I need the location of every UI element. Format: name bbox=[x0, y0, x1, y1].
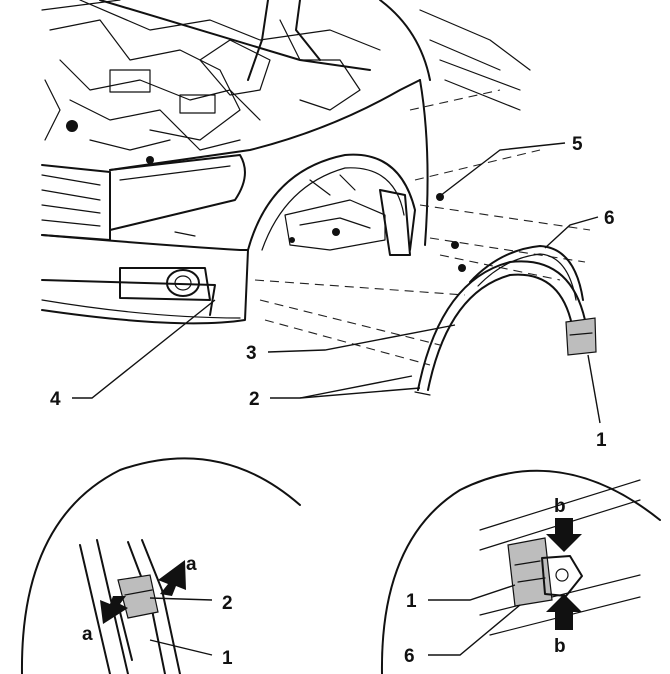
arrow-b-upper bbox=[546, 518, 582, 552]
callout-label: 4 bbox=[50, 389, 61, 410]
hood-outline bbox=[99, 0, 531, 111]
arrow-b-lower bbox=[546, 594, 582, 630]
callout-label: 2 bbox=[222, 593, 233, 614]
detail-circle-right bbox=[380, 469, 661, 674]
leader-lines bbox=[72, 142, 601, 656]
callout-label: 6 bbox=[604, 208, 615, 229]
trim-strip-6 bbox=[469, 245, 584, 301]
callout-label: 1 bbox=[596, 430, 607, 451]
callout-label: b bbox=[554, 636, 566, 657]
arch-inner-structure bbox=[284, 174, 411, 256]
callout-label: 1 bbox=[406, 591, 417, 612]
callout-label: b bbox=[554, 496, 566, 517]
callout-label: 1 bbox=[222, 648, 233, 669]
callout-label: 5 bbox=[572, 134, 583, 155]
arrow-a-upper bbox=[158, 560, 186, 596]
engine-bay-drawing bbox=[41, 0, 381, 164]
callout-label: 2 bbox=[249, 389, 260, 410]
callout-label: 3 bbox=[246, 343, 257, 364]
fastener-screws-5 bbox=[436, 193, 466, 272]
callout-label: 6 bbox=[404, 646, 415, 667]
front-fender-4 bbox=[41, 79, 429, 325]
arrow-a-lower bbox=[100, 596, 128, 624]
callout-label: a bbox=[186, 554, 197, 575]
detail-circle-left bbox=[16, 457, 301, 674]
callout-label: a bbox=[82, 624, 93, 645]
callout-labels: 5 6 3 4 2 1 a 2 a 1 b 1 6 b bbox=[50, 134, 615, 669]
assembly-guide-lines bbox=[254, 89, 591, 366]
